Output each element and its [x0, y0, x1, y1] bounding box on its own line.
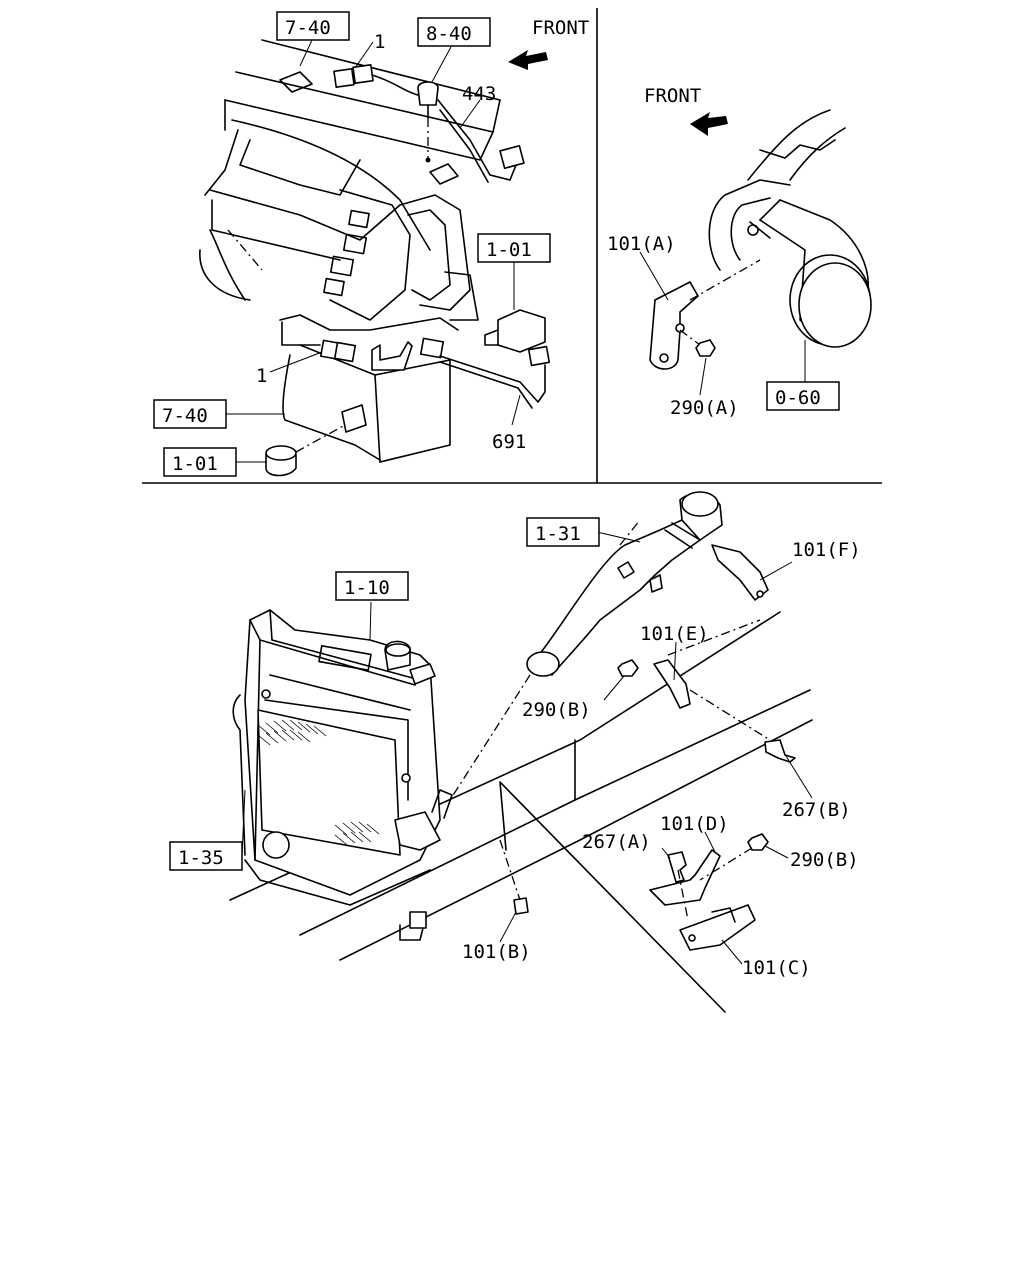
ref-7-40-top: 7-40	[285, 17, 331, 39]
leader-101c	[721, 939, 743, 965]
harness-443	[437, 99, 525, 183]
leader-290b-upper	[603, 675, 625, 701]
leader-290b-lower	[764, 845, 789, 859]
leader-101e	[673, 641, 677, 681]
dashboard-illustration	[199, 39, 501, 463]
bolt-267a	[667, 851, 689, 921]
leader-443	[459, 99, 481, 129]
nut-290a	[695, 339, 716, 357]
detail-wedge	[499, 781, 726, 1013]
part-1-left: 1	[256, 365, 267, 387]
leader-1-top	[354, 41, 374, 69]
leader-101f	[759, 561, 793, 581]
starter-motor-illustration	[708, 109, 872, 348]
part-443: 443	[462, 83, 496, 105]
leader-1-31	[596, 531, 641, 543]
part-101e: 101(E)	[640, 623, 709, 645]
ref-box-1-31	[526, 517, 600, 547]
bracket-101a	[649, 259, 761, 370]
ref-1-35: 1-35	[178, 847, 224, 869]
clip-101b	[499, 839, 529, 915]
ref-box-1-10	[335, 571, 409, 601]
part-290b-upper: 290(B)	[522, 699, 591, 721]
leader-267b	[785, 755, 813, 799]
leader-101a	[639, 251, 669, 301]
bracket-101d	[649, 849, 721, 906]
part-101f: 101(F)	[792, 539, 861, 561]
bracket-101c	[679, 904, 756, 951]
leader-7-40-top	[299, 39, 313, 67]
part-691: 691	[492, 431, 526, 453]
ref-1-01-switch: 1-01	[486, 239, 532, 261]
front-label-right: FRONT	[644, 85, 701, 107]
ref-box-8-40	[417, 17, 491, 47]
bracket-101e	[653, 619, 771, 741]
ref-box-0-60	[766, 381, 840, 411]
connectors-1-left	[319, 337, 445, 363]
leader-101d	[704, 831, 716, 853]
part-267a: 267(A)	[582, 831, 651, 853]
leader-8-40	[431, 44, 453, 83]
bulb-socket-8-40	[417, 81, 439, 163]
part-290b-lower: 290(B)	[790, 849, 859, 871]
ref-box-1-35	[169, 841, 243, 871]
leader-290a	[699, 357, 707, 396]
ref-box-1-01-switch	[477, 233, 551, 263]
leader-1-left	[269, 351, 323, 373]
bracket-101f	[711, 544, 769, 601]
front-arrow-right	[690, 112, 728, 136]
ref-box-1-01-bottom	[163, 447, 237, 477]
leader-101b	[499, 911, 517, 943]
leader-691	[511, 394, 521, 426]
part-290a: 290(A)	[670, 397, 739, 419]
part-101c: 101(C)	[742, 957, 811, 979]
front-label-left: FRONT	[532, 17, 589, 39]
connector-1-top	[333, 64, 419, 96]
part-101b: 101(B)	[462, 941, 531, 963]
button-1-01	[265, 424, 346, 477]
part-1-top: 1	[374, 31, 385, 53]
leader-1-10	[369, 601, 372, 641]
ref-7-40-left: 7-40	[162, 405, 208, 427]
ref-1-01-bottom: 1-01	[172, 453, 218, 475]
ref-box-7-40-top	[276, 11, 350, 41]
bolt-267b	[764, 739, 796, 763]
ref-box-7-40-left	[153, 399, 227, 429]
nut-290b-upper	[617, 659, 639, 677]
intake-pipe-1-31	[449, 491, 723, 801]
part-267b: 267(B)	[782, 799, 851, 821]
ref-1-31: 1-31	[535, 523, 581, 545]
ref-8-40: 8-40	[426, 23, 472, 45]
ref-1-10: 1-10	[344, 577, 390, 599]
part-101d: 101(D)	[660, 813, 729, 835]
nut-290b-lower	[699, 833, 769, 881]
radiator-illustration	[232, 609, 453, 906]
front-arrow-left: FRONT	[508, 17, 589, 70]
ref-0-60: 0-60	[775, 387, 821, 409]
leader-267a	[661, 847, 671, 859]
sensor-switch-1-01	[439, 309, 551, 409]
part-101a: 101(A)	[607, 233, 676, 255]
